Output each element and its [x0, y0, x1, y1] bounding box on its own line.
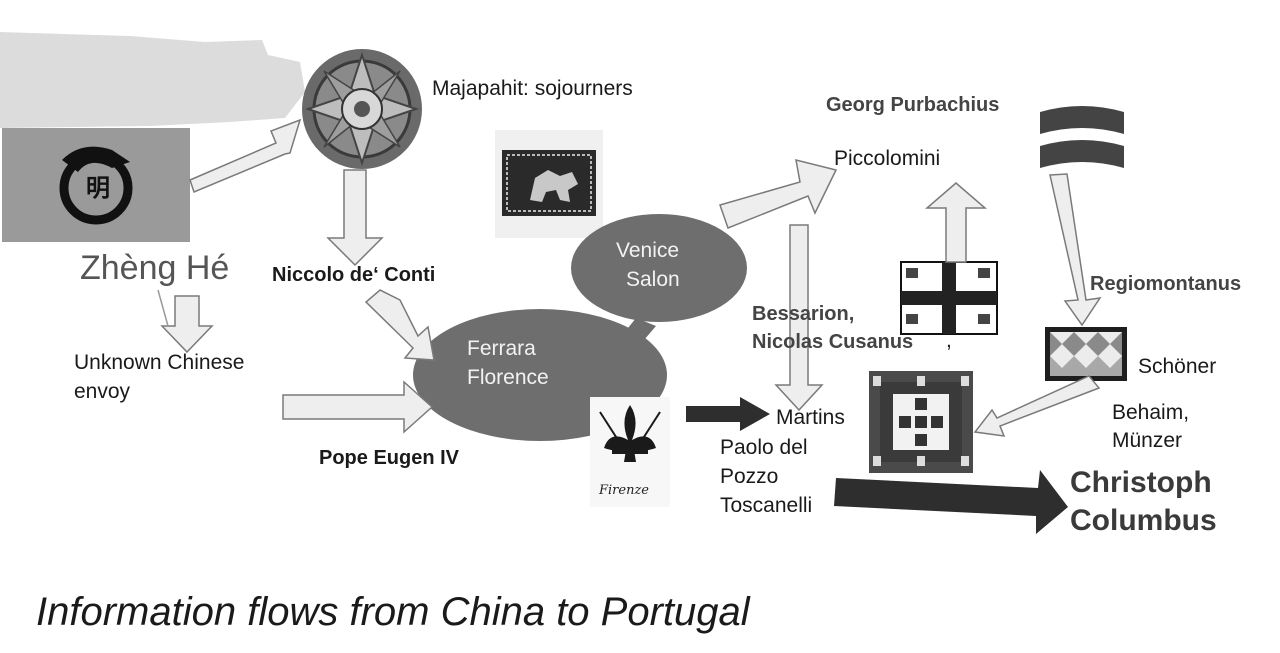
wave-banner-icon — [1040, 106, 1124, 168]
ming-glyph: 明 — [86, 173, 110, 202]
ferrara-to-venice-connector — [620, 318, 656, 347]
behaim-label-line2: Münzer — [1112, 429, 1183, 452]
martins-label: Martins — [776, 406, 845, 429]
arrow-byzantine-to-piccolomini — [924, 182, 988, 263]
venice-label-line1: Venice — [616, 239, 680, 262]
slide-title: Information flows from China to Portugal — [36, 590, 750, 634]
toscanelli-label-line3: Toscanelli — [720, 494, 813, 517]
byzantine-cross-flag-icon — [900, 261, 998, 335]
majapahit-label: Majapahit: sojourners — [432, 77, 633, 100]
dark-arrows — [686, 397, 1068, 534]
arrow-waves-to-bavaria — [1049, 173, 1102, 327]
zheng-he-label: Zhèng Hé — [80, 249, 230, 287]
unknown-envoy-label-line1: Unknown Chinese — [74, 351, 245, 374]
venice-lion-flag-icon — [495, 130, 603, 238]
ferrara-label-line1: Ferrara — [467, 337, 536, 360]
ferrara-label-line2: Florence — [467, 366, 549, 389]
florence-lily-icon — [590, 397, 670, 507]
arrow-venice-to-piccolomini — [719, 158, 838, 229]
firenze-label: Firenze — [599, 483, 650, 498]
arrow-ming-to-majapahit — [189, 118, 302, 194]
arrow-down-to-martins — [774, 224, 824, 412]
pope-label: Pope Eugen IV — [319, 447, 460, 469]
columbus-label-line1: Christoph — [1070, 466, 1212, 499]
arrow-zhenghe-to-envoy — [160, 295, 214, 354]
columbus-label-line2: Columbus — [1070, 504, 1217, 537]
bessarion-label-line1: Bessarion, — [752, 303, 855, 325]
arrow-majapahit-to-niccolo — [326, 169, 384, 267]
arrow-florence-to-martins — [686, 397, 770, 431]
venice-label-line2: Salon — [626, 268, 680, 291]
arrow-bavaria-to-portugal — [973, 375, 1101, 437]
georg-purbachius-label: Georg Purbachius — [826, 94, 1000, 116]
arrow-toscanelli-to-columbus — [834, 470, 1068, 534]
portugal-flag-icon — [869, 371, 973, 473]
unknown-envoy-label-line2: envoy — [74, 380, 131, 403]
light-arrows — [157, 118, 1102, 437]
schoner-label: Schöner — [1138, 355, 1217, 378]
venice-salon-oval — [571, 214, 747, 322]
brush-stroke-background — [0, 32, 305, 128]
ming-dragon-logo-icon — [2, 128, 190, 242]
arrow-envoy-to-ferrara — [282, 380, 434, 434]
bessarion-comma: , — [946, 329, 952, 352]
piccolomini-label: Piccolomini — [834, 147, 941, 170]
toscanelli-label-line1: Paolo del — [720, 436, 808, 459]
behaim-label-line1: Behaim, — [1112, 401, 1190, 424]
niccolo-label: Niccolo de‘ Conti — [272, 264, 436, 286]
bessarion-label-line2: Nicolas Cusanus — [752, 331, 914, 353]
zhenghe-pointer-line — [157, 289, 169, 327]
toscanelli-label-line2: Pozzo — [720, 465, 779, 488]
arrow-niccolo-to-ferrara — [364, 289, 435, 361]
bavaria-lozenge-flag-icon — [1045, 327, 1127, 381]
regiomontanus-label: Regiomontanus — [1090, 273, 1242, 295]
majapahit-sun-emblem-icon — [302, 49, 422, 169]
